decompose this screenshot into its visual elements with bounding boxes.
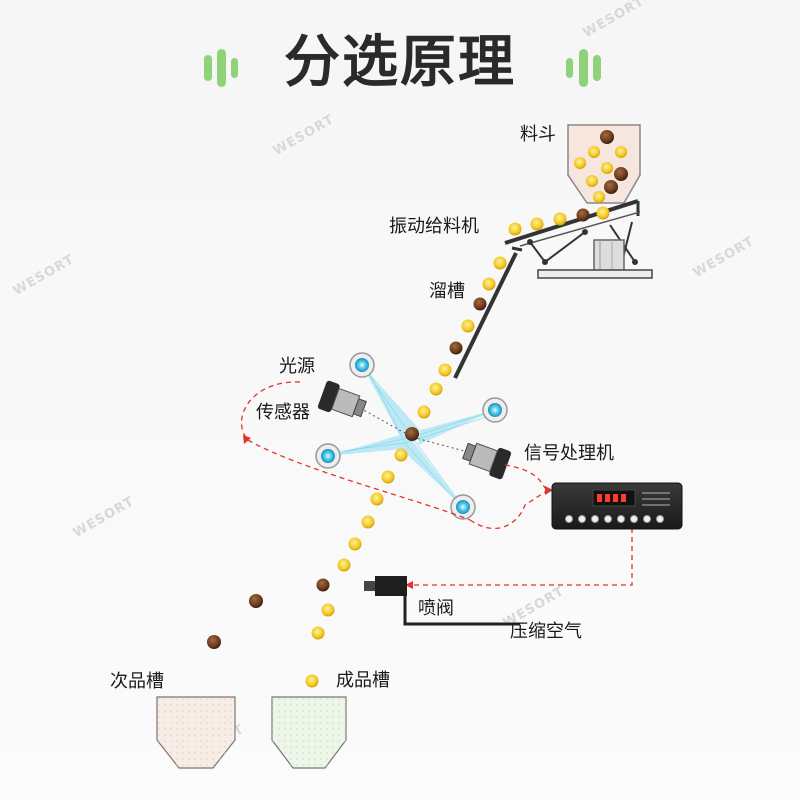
light-beam-lines [327, 364, 496, 508]
vibrating-feeder [504, 199, 653, 279]
accept-bin [271, 696, 347, 769]
hopper-beans [574, 130, 628, 203]
label-reject-bin: 次品槽 [110, 671, 164, 692]
page-title: 分选原理 [284, 30, 516, 95]
label-chute: 溜槽 [429, 281, 465, 302]
title-deco-right [566, 49, 601, 87]
chute [453, 246, 523, 379]
signal-processor-unit [551, 482, 683, 530]
reject-bin [156, 696, 236, 769]
label-signal-processor: 信号处理机 [524, 443, 614, 464]
chute-beans [429, 256, 507, 396]
label-hopper: 料斗 [520, 124, 556, 145]
signal-path [240, 381, 633, 586]
label-feeder: 振动给料机 [389, 216, 479, 237]
title-deco-left [204, 49, 238, 87]
ejector-valve [364, 576, 520, 626]
detected-bean [405, 427, 419, 441]
falling-beans [301, 405, 431, 718]
light-source-lamps [315, 352, 508, 520]
label-accept-bin: 成品槽 [336, 670, 390, 691]
label-compressed-air: 压缩空气 [510, 621, 582, 642]
label-light-source: 光源 [279, 356, 315, 377]
sensor-camera-upper [317, 380, 367, 418]
sensor-camera-lower [462, 442, 512, 480]
label-sensor: 传感器 [256, 402, 310, 423]
label-ejector-valve: 喷阀 [418, 598, 454, 619]
feeder-beans [508, 206, 610, 236]
signal-arrows [243, 435, 553, 589]
